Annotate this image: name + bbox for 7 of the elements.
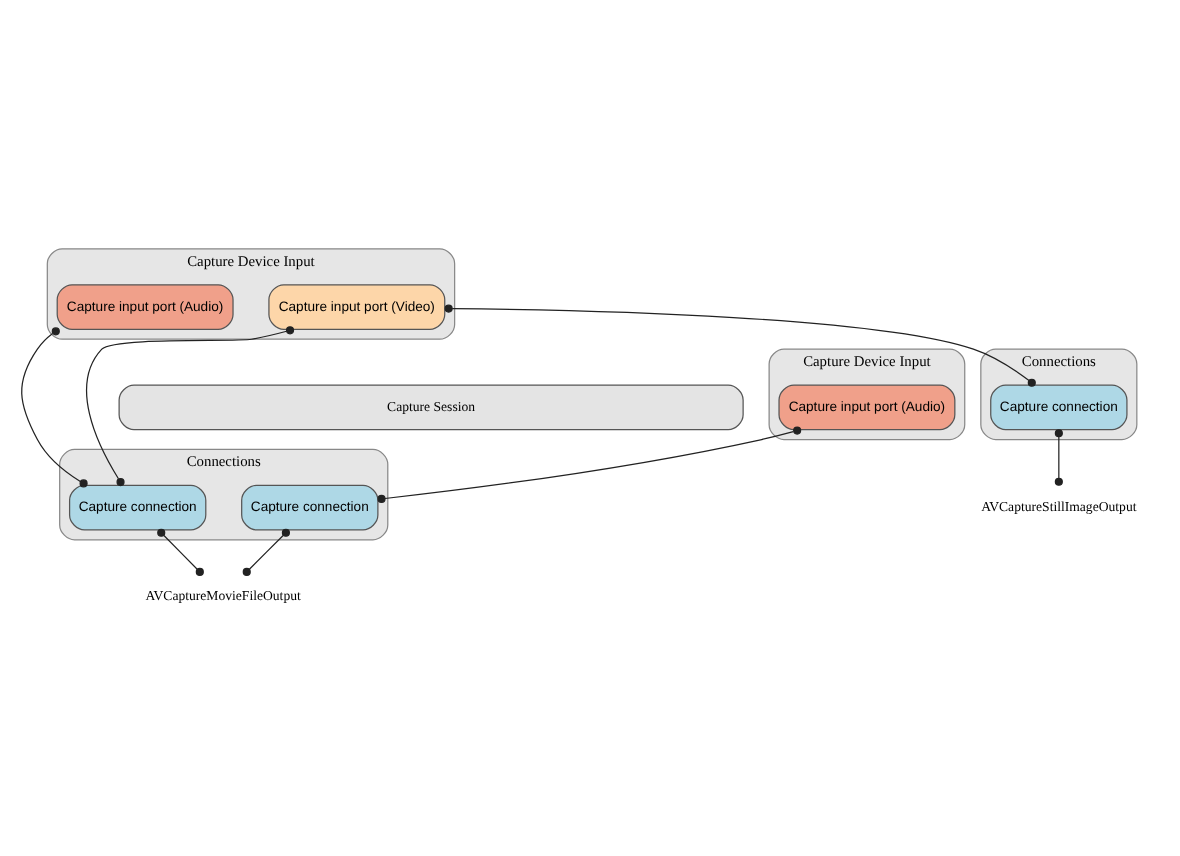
connector bbox=[21, 326, 88, 487]
connector bbox=[85, 325, 295, 486]
connector bbox=[377, 425, 802, 502]
connector bbox=[444, 303, 1036, 386]
connector bbox=[157, 527, 204, 575]
connector bbox=[242, 527, 290, 575]
connector bbox=[1054, 428, 1063, 485]
